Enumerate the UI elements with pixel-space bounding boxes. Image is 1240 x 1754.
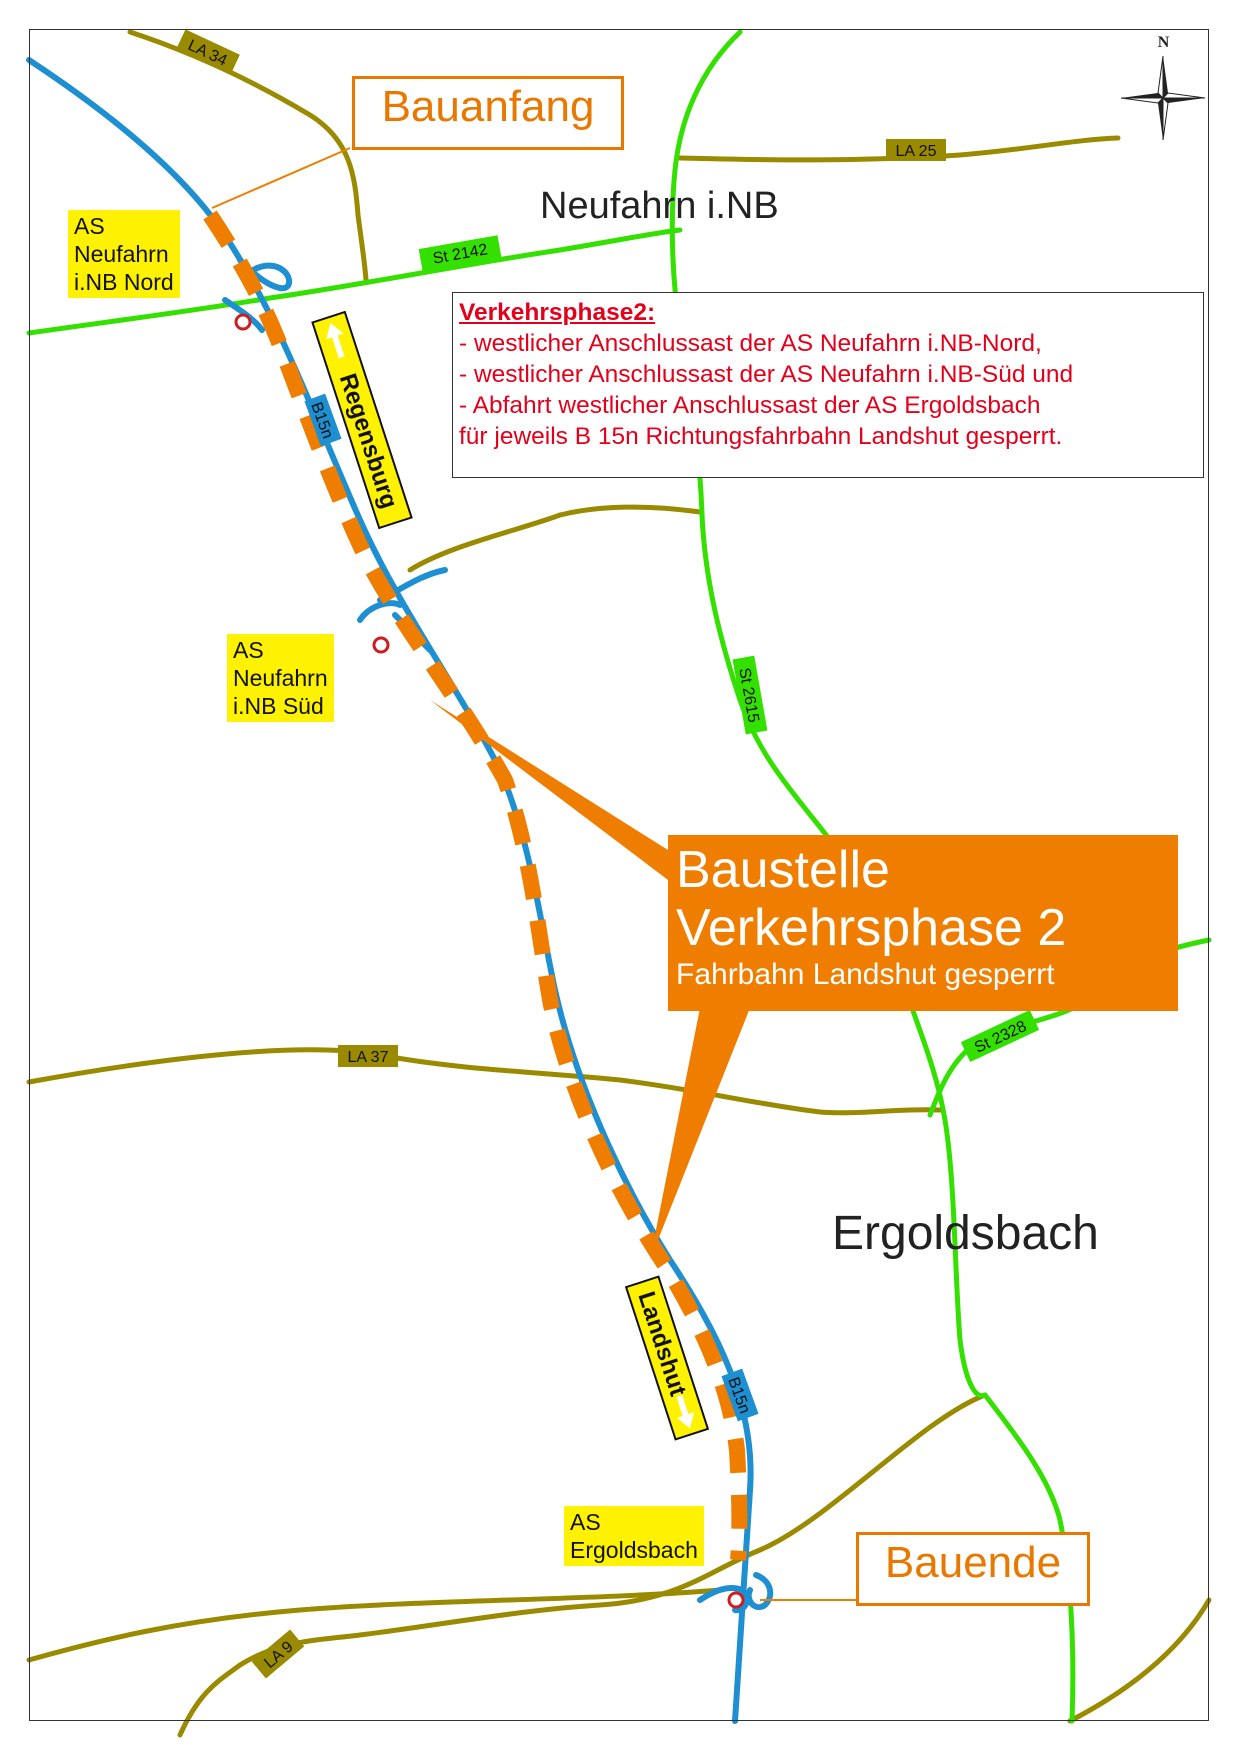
callout-subtitle: Verkehrsphase 2 — [676, 899, 1067, 957]
callout-pointer-top — [430, 700, 668, 880]
arrow-left-icon — [326, 322, 345, 359]
info-box-verkehrsphase: Verkehrsphase2: - westlicher Anschlussas… — [452, 292, 1204, 478]
bauanfang-leader — [211, 147, 351, 209]
info-line: für jeweils B 15n Richtungsfahrbahn Land… — [459, 423, 1063, 450]
road-sw — [26, 1587, 723, 1663]
marker-bauanfang: Bauanfang — [352, 76, 624, 150]
marker-bauende: Bauende — [856, 1532, 1090, 1606]
arrow-right-icon — [676, 1395, 695, 1429]
callout-baustelle: Baustelle Verkehrsphase 2 Fahrbahn Lands… — [668, 835, 1178, 1011]
callout-title: Baustelle — [676, 841, 890, 899]
road-st2142 — [26, 227, 683, 336]
road-la37 — [26, 1047, 943, 1116]
callout-pointer-bottom — [650, 1008, 750, 1260]
label-la37: LA 37 — [348, 1049, 389, 1066]
road-se — [1067, 1597, 1212, 1724]
road-la9 — [177, 1392, 988, 1738]
info-line: - westlicher Anschlussast der AS Neufahr… — [459, 361, 1074, 388]
road-link-east — [407, 504, 703, 573]
junction-label-nord: AS Neufahrn i.NB Nord — [68, 210, 180, 298]
compass: N — [1118, 30, 1209, 146]
construction-zone — [203, 210, 748, 1561]
info-line: - westlicher Anschlussast der AS Neufahr… — [459, 330, 1042, 357]
junction-marker-ergoldsbach — [727, 1591, 745, 1609]
compass-rose-icon — [1120, 55, 1206, 141]
junction-marker-nord — [234, 313, 252, 331]
place-neufahrn: Neufahrn i.NB — [540, 185, 779, 227]
compass-north-label: N — [1157, 34, 1170, 51]
junction-label-sued: AS Neufahrn i.NB Süd — [227, 634, 334, 722]
label-la25: LA 25 — [896, 143, 937, 160]
info-title: Verkehrsphase2: — [459, 299, 656, 326]
info-line: - Abfahrt westlicher Anschlussast der AS… — [459, 392, 1041, 419]
callout-note: Fahrbahn Landshut gesperrt — [676, 958, 1055, 991]
junction-marker-sued — [372, 636, 390, 654]
junction-label-ergoldsbach: AS Ergoldsbach — [564, 1506, 704, 1566]
place-ergoldsbach: Ergoldsbach — [832, 1207, 1099, 1260]
